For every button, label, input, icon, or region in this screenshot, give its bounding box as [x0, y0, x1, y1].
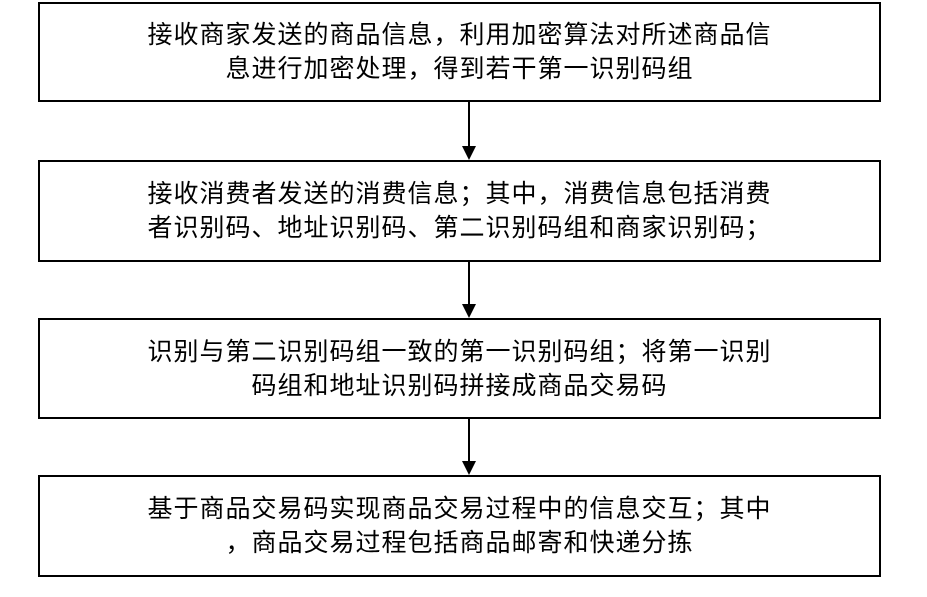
flow-step-3-line-2: 码组和地址识别码拼接成商品交易码	[147, 369, 771, 403]
flow-step-4: 基于商品交易码实现商品交易过程中的信息交互；其中 ，商品交易过程包括商品邮寄和快…	[38, 475, 881, 577]
flow-step-4-line-1: 基于商品交易码实现商品交易过程中的信息交互；其中	[147, 492, 771, 526]
arrow-2-to-3	[462, 262, 476, 318]
flow-step-1-line-2: 息进行加密处理，得到若干第一识别码组	[147, 52, 771, 86]
flow-step-2-line-1: 接收消费者发送的消费信息；其中，消费信息包括消费	[147, 177, 771, 211]
flow-step-1: 接收商家发送的商品信息，利用加密算法对所述商品信 息进行加密处理，得到若干第一识…	[38, 2, 881, 102]
flow-step-1-line-1: 接收商家发送的商品信息，利用加密算法对所述商品信	[147, 18, 771, 52]
flow-step-1-text: 接收商家发送的商品信息，利用加密算法对所述商品信 息进行加密处理，得到若干第一识…	[137, 18, 781, 86]
flow-step-4-line-2: ，商品交易过程包括商品邮寄和快递分拣	[147, 526, 771, 560]
arrow-1-to-2	[462, 102, 476, 160]
flow-step-4-text: 基于商品交易码实现商品交易过程中的信息交互；其中 ，商品交易过程包括商品邮寄和快…	[137, 492, 781, 560]
flow-step-3: 识别与第二识别码组一致的第一识别码组；将第一识别 码组和地址识别码拼接成商品交易…	[38, 318, 881, 419]
flow-step-2-line-2: 者识别码、地址识别码、第二识别码组和商家识别码；	[147, 211, 771, 245]
flow-step-3-text: 识别与第二识别码组一致的第一识别码组；将第一识别 码组和地址识别码拼接成商品交易…	[137, 335, 781, 403]
arrow-3-to-4	[462, 419, 476, 475]
flow-step-2: 接收消费者发送的消费信息；其中，消费信息包括消费 者识别码、地址识别码、第二识别…	[38, 160, 881, 262]
flow-step-3-line-1: 识别与第二识别码组一致的第一识别码组；将第一识别	[147, 335, 771, 369]
flow-step-2-text: 接收消费者发送的消费信息；其中，消费信息包括消费 者识别码、地址识别码、第二识别…	[137, 177, 781, 245]
